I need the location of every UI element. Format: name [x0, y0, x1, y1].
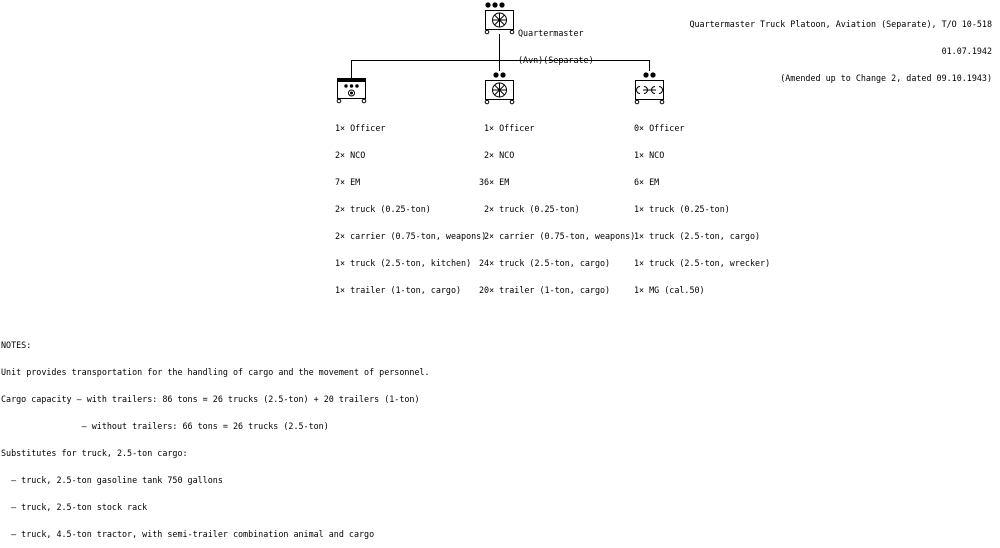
- composition-line: 1× Officer: [335, 123, 386, 133]
- hq-label-line: Quartermaster: [518, 28, 584, 38]
- composition-line: 2× NCO: [335, 150, 366, 160]
- composition-line: 2× truck (0.25-ton): [484, 204, 580, 214]
- note-line: Cargo capacity — with trailers: 86 tons …: [1, 394, 420, 404]
- unit-2-symbol: [484, 80, 515, 105]
- org-chart-graphics: [336, 2, 665, 105]
- unit-3-symbol: [634, 80, 665, 105]
- composition-line: 1× NCO: [634, 150, 665, 160]
- note-line: Substitutes for truck, 2.5-ton cargo:: [1, 448, 188, 458]
- composition-line: 1× MG (cal.50): [634, 285, 705, 295]
- composition-line: 20× trailer (1-ton, cargo): [479, 285, 611, 295]
- unit-1-composition: 1× Officer 2× NCO 7× EM 2× truck (0.25-t…: [335, 106, 486, 304]
- document-title-block: Quartermaster Truck Platoon, Aviation (S…: [689, 2, 992, 92]
- title-line: Quartermaster Truck Platoon, Aviation (S…: [689, 19, 992, 29]
- hq-label-line: (Avn)(Separate): [518, 55, 594, 65]
- hq-label: Quartermaster (Avn)(Separate): [518, 11, 594, 74]
- unit-1-symbol: [336, 78, 367, 104]
- note-line: — truck, 4.5-ton tractor, with semi-trai…: [1, 529, 375, 539]
- unit-2-composition: 1× Officer 2× NCO 36× EM 2× truck (0.25-…: [479, 106, 635, 304]
- hq-unit-symbol: [484, 10, 515, 35]
- unit-3-rank-dots: [643, 72, 656, 78]
- composition-line: 1× trailer (1-ton, cargo): [335, 285, 462, 295]
- note-line: — truck, 2.5-ton stock rack: [1, 502, 148, 512]
- composition-line: 1× truck (2.5-ton, cargo): [634, 231, 761, 241]
- composition-line: 1× Officer: [484, 123, 535, 133]
- composition-line: 36× EM: [479, 177, 510, 187]
- composition-line: 7× EM: [335, 177, 361, 187]
- note-line: Unit provides transportation for the han…: [1, 367, 430, 377]
- composition-line: 2× carrier (0.75-ton, weapons): [484, 231, 636, 241]
- composition-line: 24× truck (2.5-ton, cargo): [479, 258, 611, 268]
- composition-line: 6× EM: [634, 177, 660, 187]
- date-line: 01.07.1942: [941, 46, 992, 56]
- composition-line: 1× truck (2.5-ton, kitchen): [335, 258, 472, 268]
- composition-line: 0× Officer: [634, 123, 685, 133]
- hq-rank-dots: [485, 2, 505, 8]
- note-line: — without trailers: 66 tons = 26 trucks …: [1, 421, 329, 431]
- composition-line: 2× carrier (0.75-ton, weapons): [335, 231, 487, 241]
- unit-2-rank-dots: [493, 72, 506, 78]
- amendment-line: (Amended up to Change 2, dated 09.10.194…: [780, 73, 992, 83]
- note-line: — truck, 2.5-ton gasoline tank 750 gallo…: [1, 475, 223, 485]
- unit-3-composition: 0× Officer 1× NCO 6× EM 1× truck (0.25-t…: [634, 106, 770, 304]
- composition-line: 1× truck (2.5-ton, wrecker): [634, 258, 771, 268]
- notes-heading: NOTES:: [1, 340, 32, 350]
- composition-line: 2× truck (0.25-ton): [335, 204, 431, 214]
- notes-block: NOTES: Unit provides transportation for …: [1, 323, 430, 548]
- composition-line: 1× truck (0.25-ton): [634, 204, 730, 214]
- connector-lines: [351, 34, 650, 78]
- composition-line: 2× NCO: [484, 150, 515, 160]
